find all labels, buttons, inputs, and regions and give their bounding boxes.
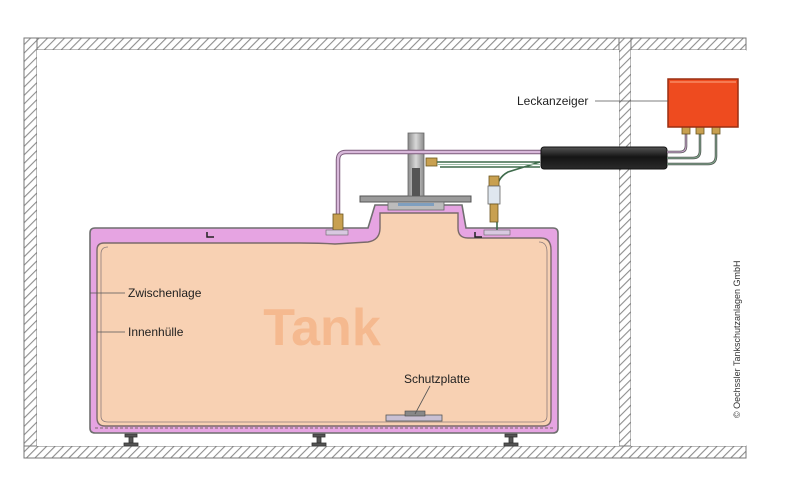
inner-shell-line: [100, 241, 548, 423]
fitting-pipe: [425, 157, 438, 167]
floor-slab: [23, 445, 747, 459]
copyright-text: © Oechssler Tankschutzanlagen GmbH: [732, 260, 742, 418]
inner-shell-label: Innenhülle: [128, 325, 184, 339]
protective-hose: [540, 146, 668, 170]
tank-label: Tank: [263, 299, 381, 357]
tank-supports: [123, 433, 519, 447]
support-middle: [312, 433, 326, 438]
wall-left: [23, 37, 38, 459]
fitting-left: [332, 213, 344, 231]
protection-plate-label: Schutzplatte: [404, 372, 470, 386]
support-right: [504, 433, 518, 438]
leader-lines: [90, 100, 668, 415]
leak-detector-label: Leckanzeiger: [517, 94, 588, 108]
tank-markers: [206, 232, 482, 238]
support-left: [124, 433, 138, 438]
sight-glass-fitting: [483, 175, 511, 236]
leak-detector-box: [667, 78, 739, 128]
tank-inner-shell: [96, 212, 552, 427]
interlayer-label: Zwischenlage: [128, 286, 202, 300]
wall-top: [23, 37, 747, 51]
